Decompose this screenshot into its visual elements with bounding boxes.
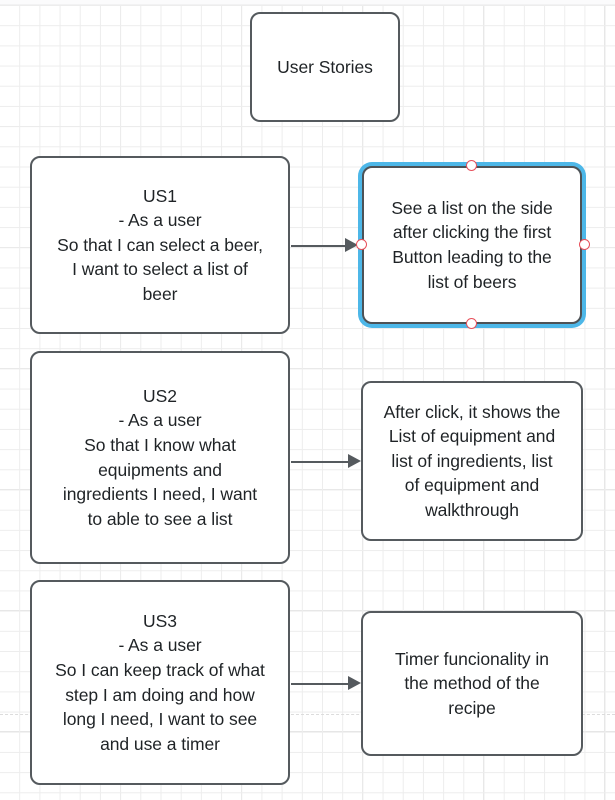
- user-story-us3-box[interactable]: US3 - As a user So I can keep track of w…: [30, 580, 290, 785]
- connector-us3-to-acceptance[interactable]: [291, 683, 351, 685]
- us3-acceptance-box[interactable]: Timer funcionality in the method of the …: [361, 611, 583, 756]
- arrowhead-icon-us2: [348, 454, 361, 468]
- connector-us2-to-acceptance[interactable]: [291, 461, 351, 463]
- resize-handle-top[interactable]: [466, 160, 477, 171]
- arrowhead-icon-us3: [348, 676, 361, 690]
- connector-us1-to-acceptance[interactable]: [291, 245, 348, 247]
- page-boundary-guide: [0, 714, 615, 715]
- user-stories-title-box[interactable]: User Stories: [250, 12, 400, 122]
- user-story-us2-box[interactable]: US2 - As a user So that I know what equi…: [30, 351, 290, 564]
- user-story-us1-box[interactable]: US1 - As a user So that I can select a b…: [30, 156, 290, 334]
- us2-acceptance-box[interactable]: After click, it shows the List of equipm…: [361, 381, 583, 541]
- resize-handle-right[interactable]: [579, 239, 590, 250]
- arrowhead-icon-us1: [345, 238, 358, 252]
- resize-handle-left[interactable]: [356, 239, 367, 250]
- us1-acceptance-box[interactable]: See a list on the side after clicking th…: [362, 166, 582, 324]
- canvas-top-edge: [0, 0, 615, 5]
- resize-handle-bottom[interactable]: [466, 318, 477, 329]
